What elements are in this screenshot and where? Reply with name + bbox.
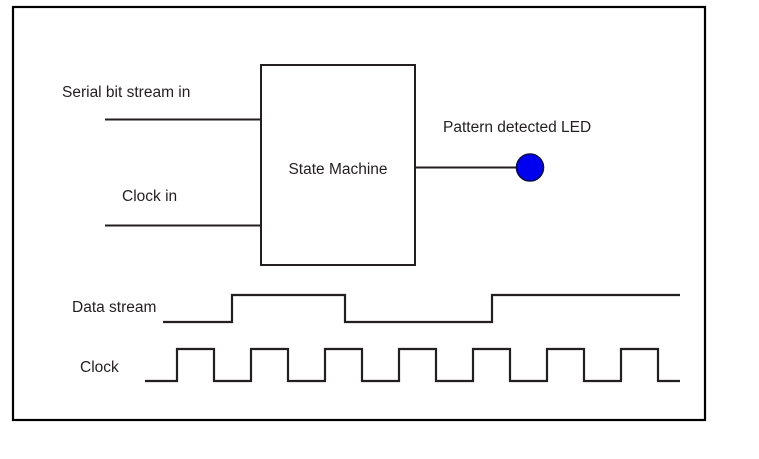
serial-bit-stream-in-label: Serial bit stream in — [62, 84, 190, 101]
state-machine-label: State Machine — [288, 161, 387, 178]
data-stream-label: Data stream — [72, 299, 156, 316]
diagram-frame — [11, 5, 707, 422]
data-stream-waveform — [163, 293, 680, 324]
pattern-detected-led-label: Pattern detected LED — [443, 119, 591, 136]
pattern-detected-led-icon[interactable] — [515, 153, 545, 182]
clock-waveform — [145, 347, 680, 383]
clock-waveform-label: Clock — [80, 359, 119, 376]
state-machine-block[interactable] — [260, 64, 416, 266]
clock-in-label: Clock in — [122, 188, 177, 205]
